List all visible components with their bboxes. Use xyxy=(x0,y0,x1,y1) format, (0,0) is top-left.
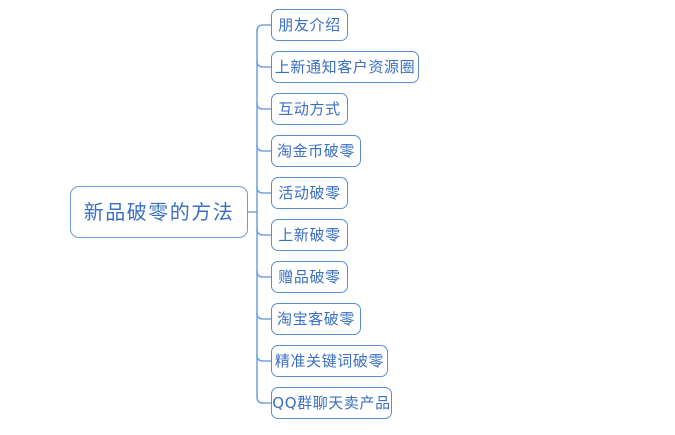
mind-map-node-8[interactable]: 淘宝客破零 xyxy=(271,303,361,335)
connector-stub-5 xyxy=(256,186,272,194)
connector-stub-1 xyxy=(256,24,272,32)
root-node-label: 新品破零的方法 xyxy=(83,200,235,224)
mind-map-node-10[interactable]: QQ群聊天卖产品 xyxy=(271,387,392,419)
node-label-2: 上新通知客户资源圈 xyxy=(274,57,416,76)
connector-stub-6 xyxy=(256,228,272,236)
node-label-9: 精准关键词破零 xyxy=(274,351,385,370)
node-label-7: 赠品破零 xyxy=(278,267,341,286)
mind-map-node-2[interactable]: 上新通知客户资源圈 xyxy=(271,51,419,83)
node-label-6: 上新破零 xyxy=(278,225,341,244)
mind-map-node-3[interactable]: 互动方式 xyxy=(271,93,348,125)
mind-map-node-5[interactable]: 活动破零 xyxy=(271,177,348,209)
node-label-5: 活动破零 xyxy=(278,183,341,202)
connector-stub-8 xyxy=(256,312,272,320)
connector-stub-4 xyxy=(256,144,272,152)
node-label-8: 淘宝客破零 xyxy=(276,309,355,328)
node-label-4: 淘金币破零 xyxy=(276,141,355,160)
node-label-10: QQ群聊天卖产品 xyxy=(272,393,391,412)
connector-stub-3 xyxy=(256,102,272,110)
mind-map-node-6[interactable]: 上新破零 xyxy=(271,219,348,251)
mind-map-node-4[interactable]: 淘金币破零 xyxy=(271,135,361,167)
mind-map-root-node[interactable]: 新品破零的方法 xyxy=(70,186,248,238)
connector-stub-7 xyxy=(256,270,272,278)
connector-stub-10 xyxy=(256,396,272,404)
connector-stub-2 xyxy=(256,60,272,68)
mind-map-node-1[interactable]: 朋友介绍 xyxy=(271,9,348,41)
connector-stub-9 xyxy=(256,354,272,362)
mind-map-node-9[interactable]: 精准关键词破零 xyxy=(271,345,388,377)
node-label-3: 互动方式 xyxy=(278,99,341,118)
node-label-1: 朋友介绍 xyxy=(278,15,341,34)
mind-map-node-7[interactable]: 赠品破零 xyxy=(271,261,348,293)
